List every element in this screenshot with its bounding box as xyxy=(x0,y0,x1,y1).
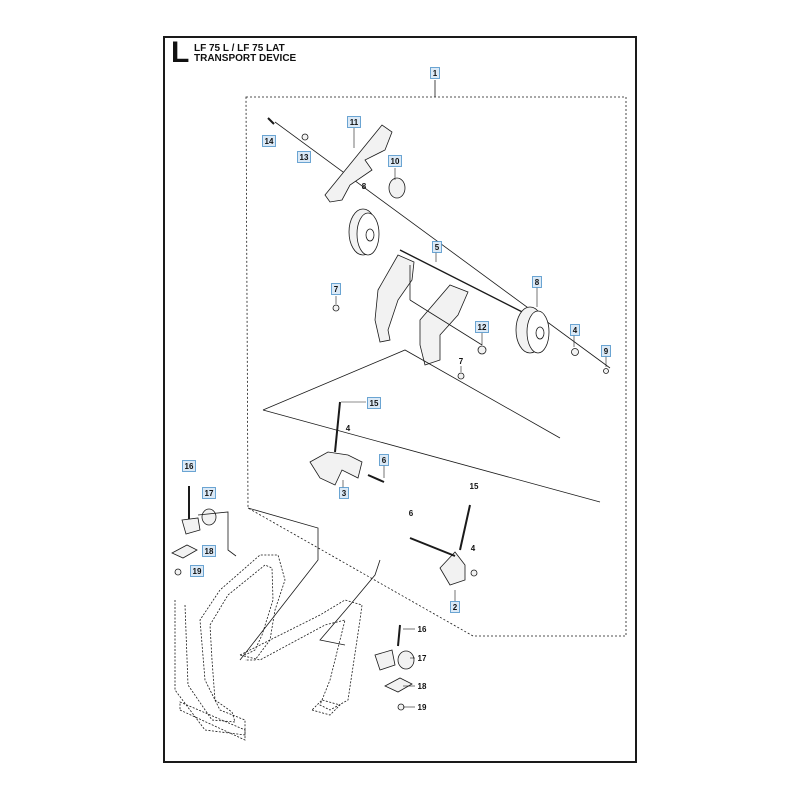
callout-box-9 xyxy=(601,345,611,357)
clamp-bracket-2 xyxy=(439,551,466,586)
wheel-right xyxy=(515,306,550,354)
callout-box-1 xyxy=(430,67,440,79)
callout-box-17 xyxy=(202,487,216,499)
callout-box-18 xyxy=(202,545,216,557)
wheel-left xyxy=(348,208,380,256)
callout-box-19 xyxy=(190,565,204,577)
callout-3: 3 xyxy=(342,489,347,498)
transport-frame xyxy=(174,554,363,741)
callout-4: 4 xyxy=(573,326,578,335)
callout-box-5 xyxy=(432,241,442,253)
spacer-part xyxy=(388,177,406,199)
callout-13: 13 xyxy=(300,153,309,162)
callout-1: 1 xyxy=(433,69,438,78)
callout-box-14 xyxy=(262,135,276,147)
callout-box-7 xyxy=(331,283,341,295)
callout-4: 4 xyxy=(346,424,351,433)
callout-15: 15 xyxy=(370,399,379,408)
callout-5: 5 xyxy=(435,243,440,252)
assembly-boundary xyxy=(245,96,627,637)
callout-4: 4 xyxy=(471,544,476,553)
callout-17: 17 xyxy=(418,654,427,663)
callout-15: 15 xyxy=(470,482,479,491)
diagram-frame xyxy=(163,36,637,763)
section-letter: L xyxy=(171,36,190,69)
callout-box-13 xyxy=(297,151,311,163)
model-line: LF 75 L / LF 75 LAT xyxy=(194,43,285,54)
bracket-part xyxy=(374,254,415,343)
callout-14: 14 xyxy=(265,137,274,146)
callout-box-6 xyxy=(379,454,389,466)
callout-box-4 xyxy=(570,324,580,336)
callout-17: 17 xyxy=(205,489,214,498)
callout-11: 11 xyxy=(350,118,359,127)
callout-2: 2 xyxy=(453,603,458,612)
callout-18: 18 xyxy=(205,547,214,556)
callout-8: 8 xyxy=(362,182,367,191)
callout-box-2 xyxy=(450,601,460,613)
clamp-right xyxy=(374,649,396,671)
callout-box-8 xyxy=(532,276,542,288)
callout-9: 9 xyxy=(604,347,609,356)
callout-8: 8 xyxy=(535,278,540,287)
plate-right xyxy=(384,677,413,693)
callout-7: 7 xyxy=(459,357,464,366)
callout-19: 19 xyxy=(193,567,202,576)
diagram-title: TRANSPORT DEVICE xyxy=(194,53,297,64)
callout-box-3 xyxy=(339,487,349,499)
callout-6: 6 xyxy=(382,456,387,465)
callout-7: 7 xyxy=(334,285,339,294)
callout-16: 16 xyxy=(185,462,194,471)
callout-18: 18 xyxy=(418,682,427,691)
callout-box-16 xyxy=(182,460,196,472)
clamp-bracket-3 xyxy=(309,451,363,486)
handle-part xyxy=(324,124,393,203)
clamp-left xyxy=(181,517,201,535)
callout-box-15 xyxy=(367,397,381,409)
callout-12: 12 xyxy=(478,323,487,332)
plate-left xyxy=(171,544,198,559)
callout-6: 6 xyxy=(409,509,414,518)
callout-box-10 xyxy=(388,155,402,167)
callout-16: 16 xyxy=(418,625,427,634)
callout-box-12 xyxy=(475,321,489,333)
callout-box-11 xyxy=(347,116,361,128)
callout-10: 10 xyxy=(391,157,400,166)
callout-19: 19 xyxy=(418,703,427,712)
